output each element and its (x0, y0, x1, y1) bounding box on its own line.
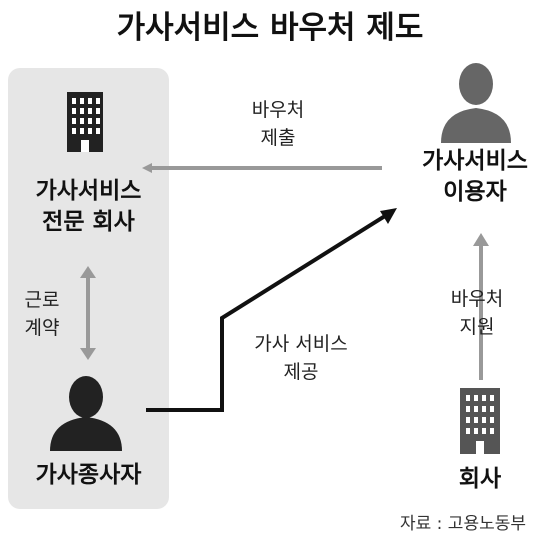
voucher-support-arrow (473, 233, 489, 380)
provider-company-label: 가사서비스 전문 회사 (8, 176, 169, 238)
service-user-line1: 가사서비스 (422, 148, 528, 174)
labor-contract-line1: 근로 (24, 289, 60, 311)
voucher-support-label: 바우처 지원 (422, 285, 532, 341)
diagram-title: 가사서비스 바우처 제도 (116, 10, 424, 46)
service-user-label: 가사서비스 이용자 (390, 146, 540, 208)
domestic-worker-person-icon (50, 376, 122, 451)
service-provide-line1: 가사 서비스 (254, 333, 348, 355)
company-building-icon (460, 388, 500, 454)
service-provide-label: 가사 서비스 제공 (226, 330, 376, 386)
provider-company-line1: 가사서비스 (35, 178, 142, 204)
labor-contract-line2: 계약 (24, 317, 60, 339)
provider-building-icon (67, 92, 103, 152)
voucher-submit-line2: 제출 (260, 127, 296, 149)
labor-contract-label: 근로 계약 (10, 286, 74, 342)
voucher-submit-line1: 바우처 (251, 99, 305, 121)
voucher-submit-label: 바우처 제출 (218, 96, 338, 152)
source-note: 자료 : 고용노동부 (399, 514, 526, 534)
service-user-line2: 이용자 (443, 179, 507, 205)
voucher-support-line2: 지원 (459, 316, 495, 338)
service-provide-arrow (146, 208, 397, 412)
domestic-worker-label: 가사종사자 (35, 462, 142, 488)
provider-company-line2: 전문 회사 (42, 209, 135, 235)
service-user-person-icon (441, 63, 511, 143)
service-provide-line2: 제공 (283, 361, 319, 383)
voucher-support-line1: 바우처 (450, 288, 504, 310)
labor-contract-arrow (80, 266, 96, 360)
company-label: 회사 (458, 466, 502, 492)
